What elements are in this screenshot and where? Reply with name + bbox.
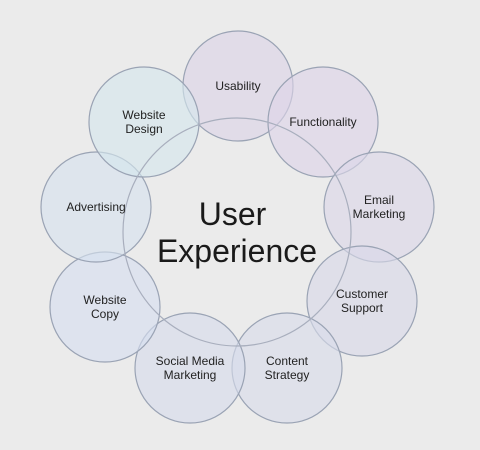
petal-label-customer-support-line-2: Support — [341, 301, 384, 315]
center-circle — [122, 117, 352, 347]
petal-label-email-marketing-line-1: Email — [364, 193, 394, 207]
petal-website-design — [88, 66, 200, 178]
petal-social-media-marketing — [134, 312, 246, 424]
petal-label-social-media-marketing-line-1: Social Media — [156, 354, 225, 368]
petal-label-website-design-line-1: Website — [122, 108, 165, 122]
center-label-line-1: User — [199, 196, 267, 232]
petal-customer-support — [306, 245, 418, 357]
petal-label-customer-support-line-1: Customer — [336, 287, 388, 301]
petal-label-advertising-line-1: Advertising — [66, 200, 125, 214]
petal-label-functionality: Functionality — [289, 115, 356, 129]
petal-label-content-strategy-line-1: Content — [266, 354, 309, 368]
petals-layer — [40, 30, 435, 424]
center-label-line-2: Experience — [157, 233, 317, 269]
petal-label-usability-line-1: Usability — [215, 79, 260, 93]
petal-label-content-strategy-line-2: Strategy — [265, 368, 310, 382]
petal-label-functionality-line-1: Functionality — [289, 115, 356, 129]
center-label: User Experience — [157, 196, 317, 269]
petal-label-advertising: Advertising — [66, 200, 125, 214]
petal-label-usability: Usability — [215, 79, 260, 93]
petal-label-email-marketing-line-2: Marketing — [353, 207, 406, 221]
petal-label-website-copy-line-1: Website — [83, 293, 126, 307]
petal-label-website-copy-line-2: Copy — [91, 307, 119, 321]
petal-label-social-media-marketing-line-2: Marketing — [164, 368, 217, 382]
petal-label-website-design-line-2: Design — [125, 122, 162, 136]
